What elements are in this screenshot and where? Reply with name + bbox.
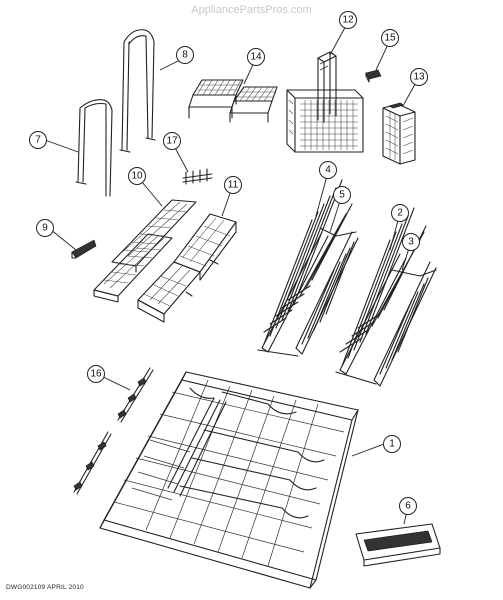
part-6-filter-tray[interactable] <box>355 523 441 567</box>
svg-text:3: 3 <box>408 237 414 248</box>
part-8-rack-tine-rod[interactable] <box>119 29 156 153</box>
callout-12: 12 <box>339 11 357 29</box>
callout-9: 9 <box>36 219 54 237</box>
svg-text:8: 8 <box>182 50 188 61</box>
part-16-tine-clip-strip[interactable] <box>73 367 154 495</box>
svg-text:15: 15 <box>384 33 396 44</box>
watermark: AppliancePartsPros.com <box>191 4 312 16</box>
callout-3: 3 <box>402 233 420 251</box>
callout-8: 8 <box>176 46 194 64</box>
callout-10: 10 <box>128 167 146 185</box>
callout-6: 6 <box>399 497 417 515</box>
callout-5: 5 <box>333 186 351 204</box>
part-4-tine-row[interactable] <box>261 179 353 353</box>
part-11-folding-rack[interactable] <box>137 213 237 323</box>
part-15-basket-clip[interactable] <box>365 69 382 83</box>
callout-1: 1 <box>383 435 401 453</box>
svg-text:16: 16 <box>90 369 102 380</box>
part-10-folding-rack[interactable] <box>93 199 197 303</box>
callout-17: 17 <box>163 132 181 150</box>
svg-text:13: 13 <box>413 72 425 83</box>
part-13-small-basket[interactable] <box>382 102 416 165</box>
part-14-cup-shelves[interactable] <box>188 79 278 123</box>
part-3-tine-row[interactable] <box>335 261 437 387</box>
callout-7: 7 <box>29 131 47 149</box>
callout-14: 14 <box>247 48 265 66</box>
svg-text:9: 9 <box>42 223 48 234</box>
callout-15: 15 <box>381 29 399 47</box>
callout-16: 16 <box>87 365 105 383</box>
svg-text:11: 11 <box>228 180 239 191</box>
svg-text:2: 2 <box>397 208 403 219</box>
svg-text:7: 7 <box>35 135 41 146</box>
svg-text:10: 10 <box>131 171 143 182</box>
part-17-rack-clip[interactable] <box>182 168 213 185</box>
svg-text:5: 5 <box>339 190 345 201</box>
callout-4: 4 <box>319 161 337 179</box>
svg-text:12: 12 <box>342 15 354 26</box>
drawing-code: DWG002109 APRIL 2010 <box>6 584 84 591</box>
callout-11: 11 <box>224 176 242 194</box>
svg-text:17: 17 <box>166 136 178 147</box>
svg-text:1: 1 <box>389 439 395 450</box>
part-5-tine-row[interactable] <box>257 227 359 357</box>
part-7-rack-tine-rod[interactable] <box>75 99 113 197</box>
part-2-tine-row[interactable] <box>339 207 427 375</box>
svg-text:14: 14 <box>250 52 262 63</box>
part-12-silverware-basket[interactable] <box>286 51 364 153</box>
callout-2: 2 <box>391 204 409 222</box>
callout-13: 13 <box>410 68 428 86</box>
part-9-rack-clip[interactable] <box>71 239 97 259</box>
svg-text:6: 6 <box>405 501 411 512</box>
svg-text:4: 4 <box>325 165 331 176</box>
part-1-lower-dish-rack[interactable] <box>99 371 359 589</box>
